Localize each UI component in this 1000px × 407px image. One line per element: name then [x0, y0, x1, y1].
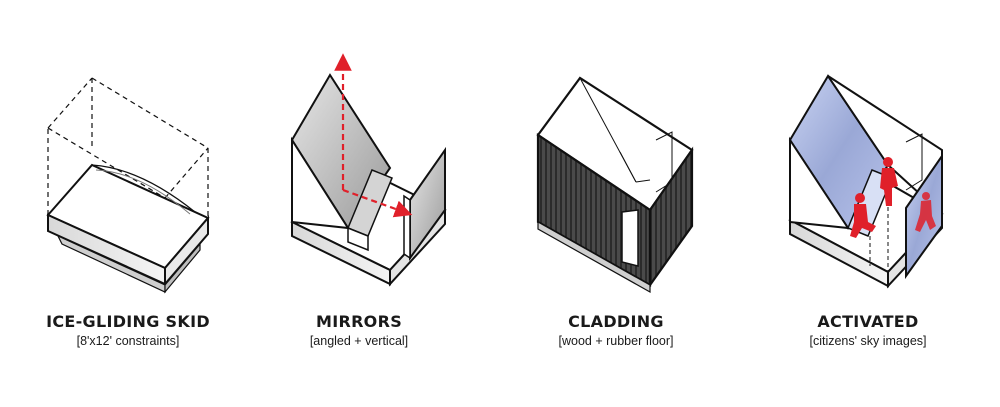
- cladding-door: [621, 209, 639, 267]
- caption-activated: ACTIVATED [citizens' sky images]: [758, 312, 978, 348]
- cladding-end-wall: [648, 146, 694, 289]
- caption-mirrors: MIRRORS [angled + vertical]: [249, 312, 469, 348]
- caption-cladding: CLADDING [wood + rubber floor]: [506, 312, 726, 348]
- panel-mirrors: [290, 53, 447, 287]
- caption-title: CLADDING: [568, 312, 664, 331]
- panel-activated: [788, 74, 944, 289]
- activated-window: [905, 133, 923, 191]
- angled-mirror-side: [291, 136, 350, 230]
- caption-subtitle: [angled + vertical]: [309, 334, 409, 348]
- caption-subtitle: [8'x12' constraints]: [76, 334, 180, 348]
- panel-ice-gliding-skid: [46, 77, 210, 294]
- visitor-reflection: [915, 192, 936, 232]
- mirror-bench-front: [347, 226, 369, 252]
- caption-title: ICE-GLIDING SKID: [46, 312, 210, 331]
- vertical-mirror-edge: [403, 194, 411, 260]
- panel-cladding: [536, 76, 694, 294]
- cladding-base: [537, 220, 651, 294]
- activated-hidden-lines: [869, 200, 889, 272]
- visitor-figure-seated: [850, 193, 876, 238]
- caption-title: MIRRORS: [315, 312, 403, 331]
- activated-side-wall: [789, 136, 850, 230]
- visitor-figures: [850, 157, 936, 238]
- skid-slab: [46, 163, 210, 294]
- caption-subtitle: [citizens' sky images]: [809, 334, 927, 348]
- sightline-arrows: [334, 53, 413, 218]
- interior-lines: [579, 77, 673, 193]
- caption-subtitle: [wood + rubber floor]: [558, 334, 674, 348]
- caption-ice-gliding-skid: ICE-GLIDING SKID [8'x12' constraints]: [18, 312, 238, 348]
- visitor-figure-standing: [880, 157, 898, 206]
- caption-title: ACTIVATED: [817, 312, 919, 331]
